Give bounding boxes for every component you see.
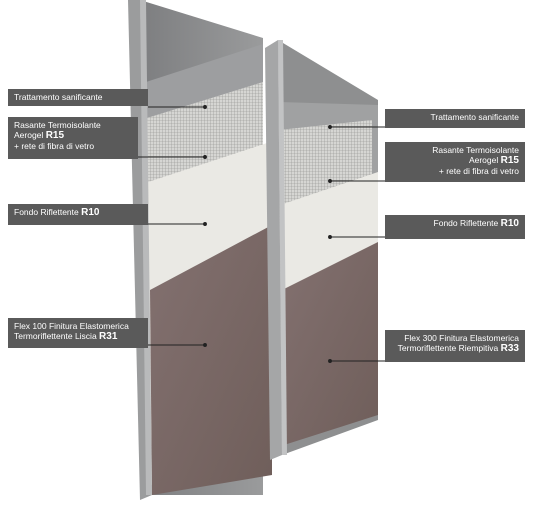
label-text: Flex 300 Finitura Elastomerica [404,333,519,343]
product-code: R33 [500,343,519,354]
right-panel-edge [265,40,282,460]
product-code: R31 [99,331,118,342]
label-text: + rete di fibra di vetro [438,166,519,176]
label-text: Aerogel [468,155,499,165]
label-text: Rasante Termoisolante [14,120,101,130]
label-right-sanitizer: Trattamento sanificante [385,109,525,128]
label-right-primer: Fondo Riflettente R10 [385,215,525,239]
label-text: Rasante Termoisolante [432,145,519,155]
label-text: Trattamento sanificante [430,112,519,122]
label-text: Fondo Riflettente [14,207,79,217]
left-wall-panel [128,0,272,500]
label-text: Flex 100 Finitura Elastomerica [14,321,129,331]
right-finish-layer [282,242,378,445]
label-text: + rete di fibra di vetro [14,141,95,151]
product-code: R15 [45,130,65,141]
label-text: Trattamento sanificante [14,92,103,102]
left-finish-layer [150,225,272,495]
label-text: Termoriflettente Liscia [14,331,97,341]
label-text: Termoriflettente Riempitiva [397,343,499,353]
label-text: Fondo Riflettente [433,218,499,228]
product-code: R10 [500,218,519,229]
label-text: Aerogel [14,130,44,140]
label-right-aerogel: Rasante Termoisolante Aerogel R15 + rete… [385,142,525,182]
product-code: R15 [500,155,519,166]
leader-lines [138,105,385,363]
label-left-sanitizer: Trattamento sanificante [8,89,148,106]
right-wall-panel [265,40,378,460]
label-left-primer: Fondo Riflettente R10 [8,204,148,225]
product-code: R10 [81,207,100,218]
label-left-aerogel: Rasante Termoisolante Aerogel R15 + rete… [8,117,138,159]
label-right-finish: Flex 300 Finitura Elastomerica Termorifl… [385,330,525,362]
label-left-finish: Flex 100 Finitura Elastomerica Termorifl… [8,318,148,348]
